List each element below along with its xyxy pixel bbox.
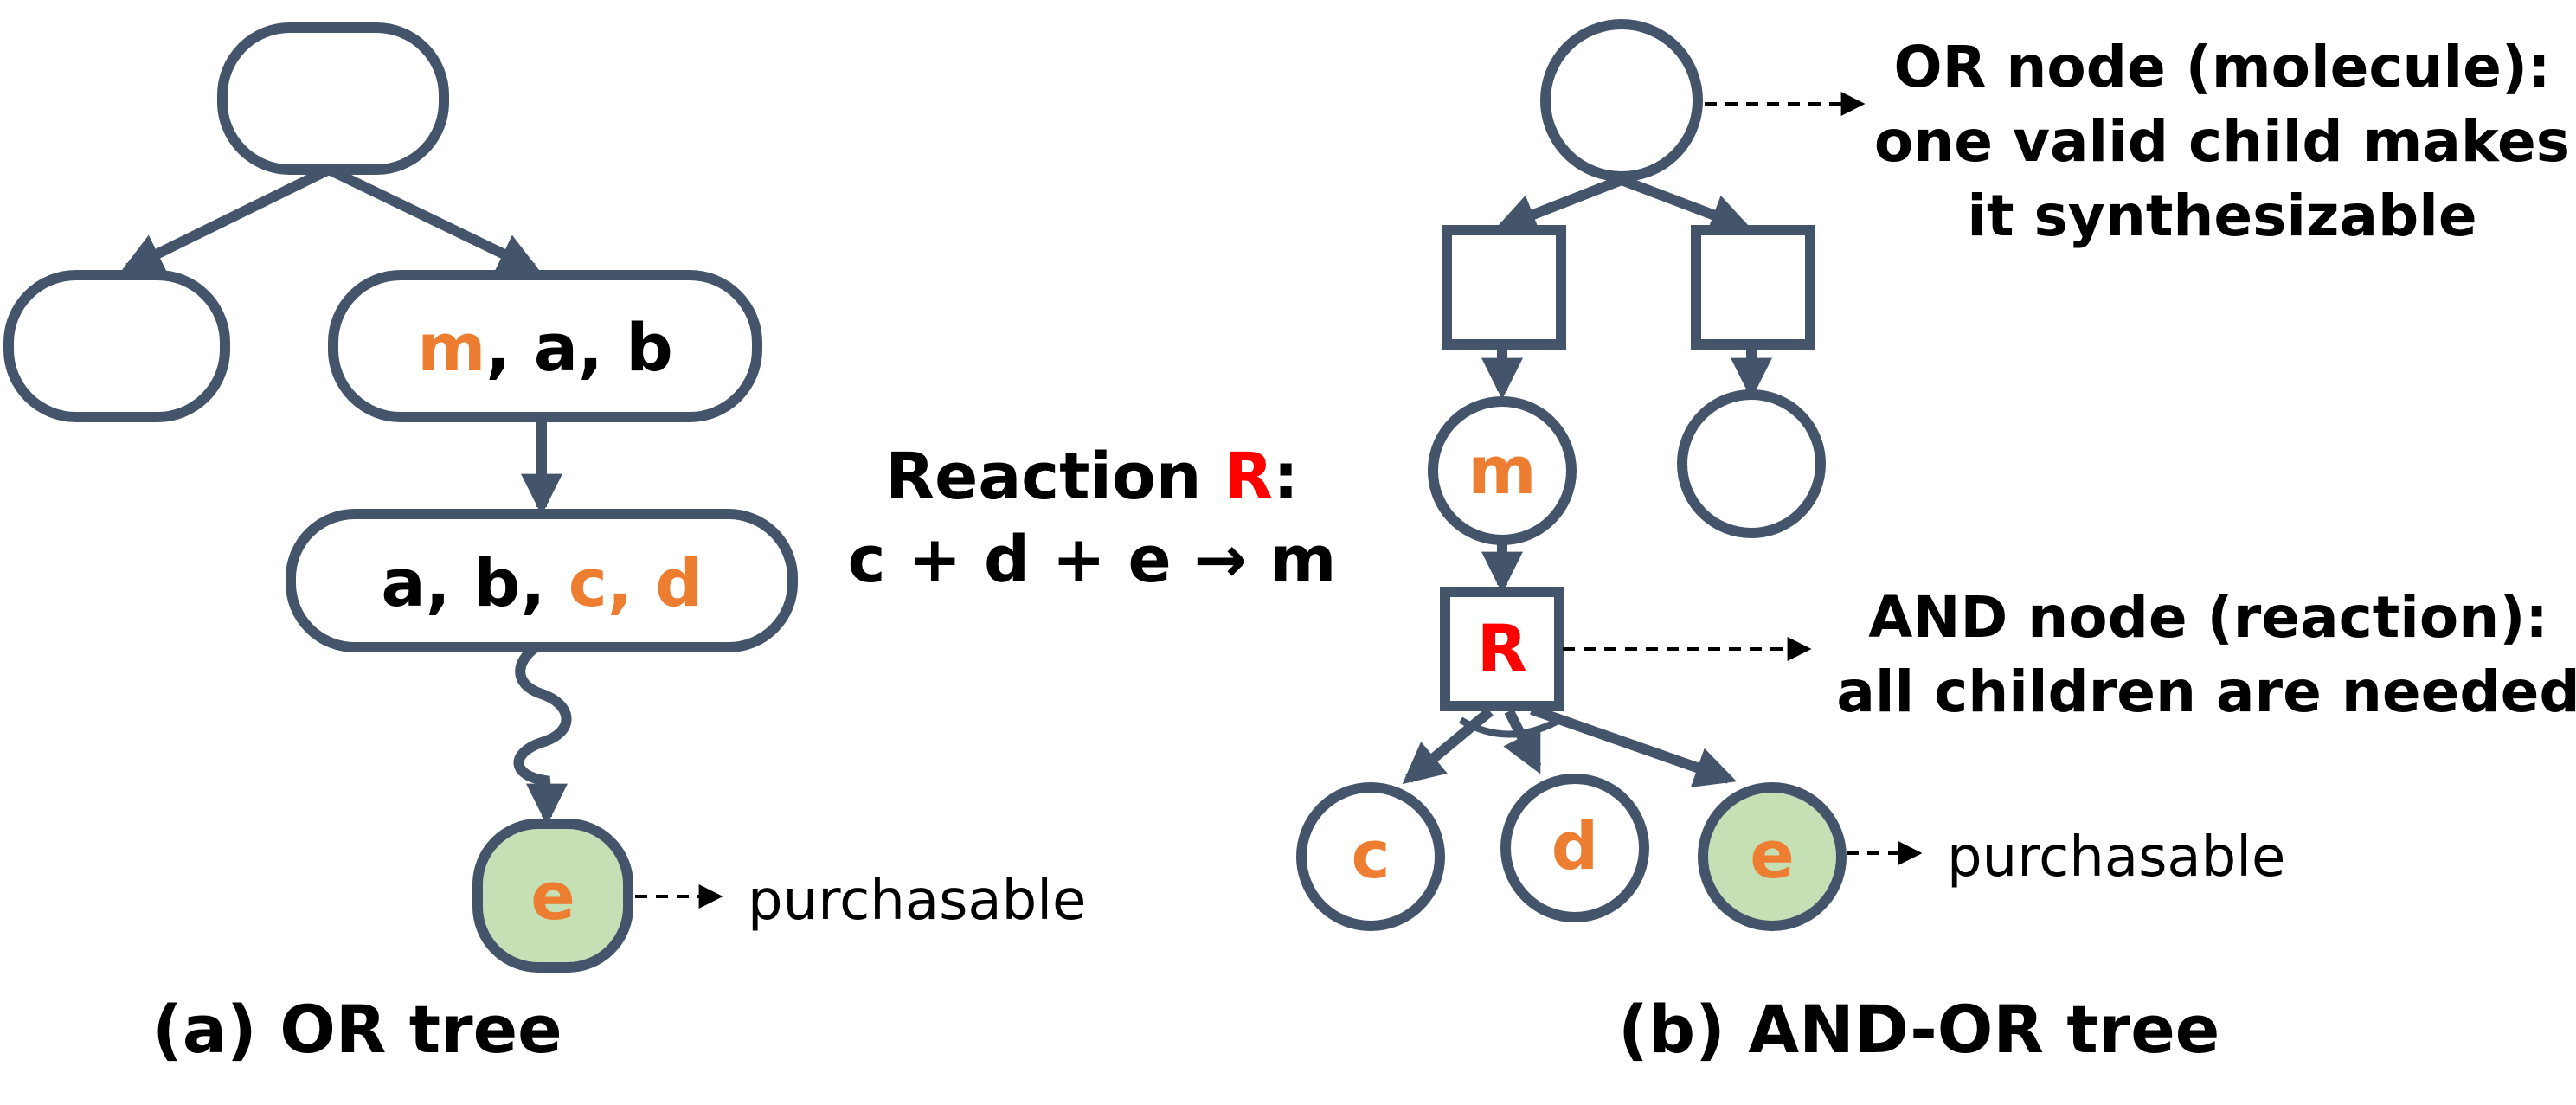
or-edge-root-right	[326, 164, 541, 273]
ao-or-note-line1: OR node (molecule):	[1894, 34, 2551, 100]
ao-and-right	[1691, 225, 1815, 350]
ao-leaf-d-label: d	[1551, 807, 1598, 884]
ao-leaf-e-label: e	[1750, 816, 1795, 893]
or-node-mab	[328, 270, 762, 422]
ao-or-right	[1677, 389, 1826, 538]
ao-edge-r-e	[1530, 704, 1738, 787]
ao-edge-r-d	[1503, 709, 1542, 774]
ao-or-root	[1540, 19, 1703, 182]
ao-leaf-c	[1296, 782, 1445, 931]
or-tree-caption: (a) OR tree	[152, 991, 562, 1068]
ao-and-note-line1: AND node (reaction):	[1868, 584, 2548, 651]
or-tree: m, a, b a, b, c, d e purchasable (a) OR …	[3, 22, 1086, 1068]
or-node-abcd	[286, 509, 798, 652]
ao-and-r	[1440, 587, 1564, 711]
reaction-label: Reaction R: c + d + e → m	[848, 440, 1337, 597]
ao-purchasable-label: purchasable	[1947, 826, 2285, 890]
ao-or-note-line2: one valid child makes	[1874, 108, 2570, 175]
ao-and-note-line2: all children are needed	[1836, 659, 2576, 725]
ao-edge-r-c	[1402, 707, 1494, 785]
ao-leaf-e	[1698, 782, 1847, 931]
or-node-left	[3, 270, 230, 422]
or-leaf-e	[472, 819, 633, 973]
ao-and-left	[1442, 225, 1566, 350]
ao-or-m-label: m	[1468, 432, 1536, 509]
ao-leaf-d	[1500, 774, 1649, 922]
reaction-title: Reaction R:	[885, 440, 1299, 514]
or-edge-root-left	[120, 164, 331, 273]
reaction-equation: c + d + e → m	[848, 523, 1337, 597]
ao-and-r-label: R	[1477, 610, 1528, 687]
ao-edge-root-right	[1619, 175, 1752, 234]
ao-or-note-line3: it synthesizable	[1967, 183, 2476, 249]
or-node-root	[217, 22, 449, 175]
or-node-mab-text: m, a, b	[417, 309, 673, 386]
ao-edge-root-left	[1494, 175, 1624, 234]
or-purchasable-label: purchasable	[748, 869, 1086, 933]
or-node-abcd-text: a, b, c, d	[381, 544, 702, 621]
and-or-tree-caption: (b) AND-OR tree	[1618, 991, 2219, 1068]
ao-or-m	[1428, 396, 1577, 545]
and-or-tree: m R c d e OR node (molecule): one valid …	[1296, 19, 2576, 1068]
or-leaf-e-label: e	[530, 858, 575, 935]
ao-and-arc	[1458, 715, 1565, 738]
ao-leaf-c-label: c	[1351, 816, 1390, 893]
or-edge-squiggle	[513, 639, 572, 804]
